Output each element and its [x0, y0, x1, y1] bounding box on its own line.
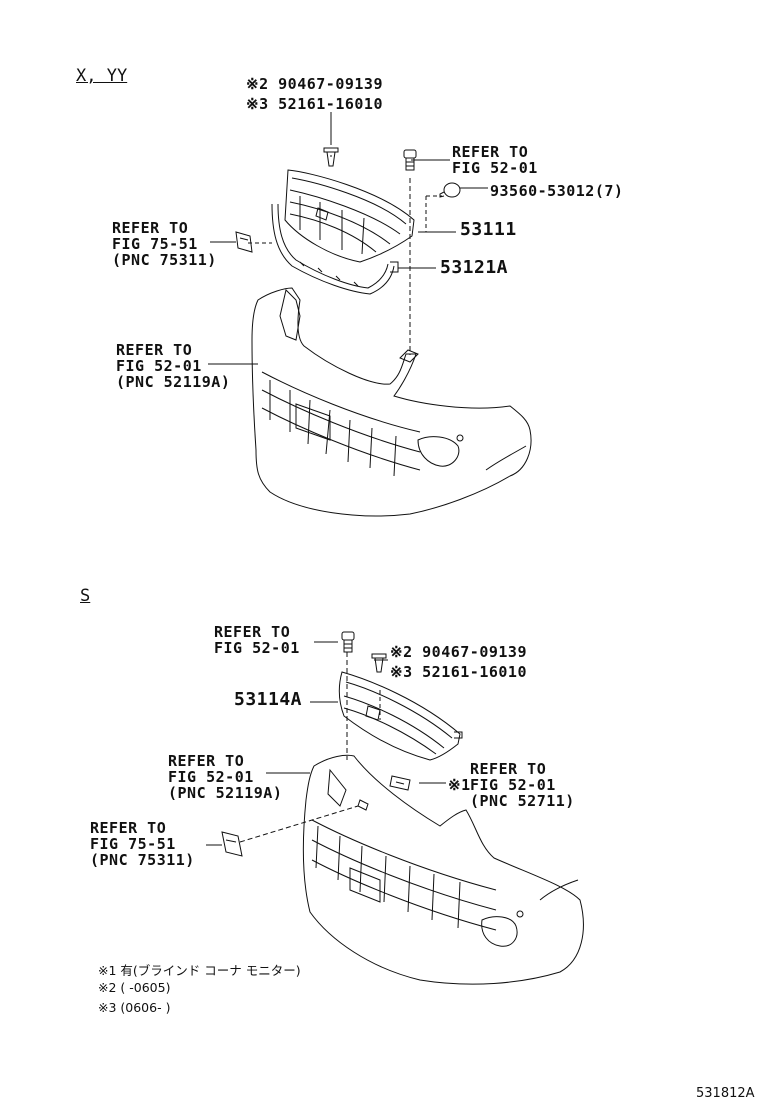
clip-note-2-bottom: ※3 52161-16010	[390, 663, 527, 681]
part-number-53114A: 53114A	[234, 689, 303, 710]
refer-emblem-top-line3: (PNC 75311)	[112, 251, 217, 269]
leader-lines-top	[208, 112, 488, 364]
refer-bumper-top-line3: (PNC 52119A)	[116, 373, 231, 391]
refer-bumper-bottom-line1: REFER TO	[168, 752, 245, 770]
note-2: ※2 ( -0605)	[98, 980, 171, 995]
refer-bolt-bottom-line2: FIG 52-01	[214, 639, 300, 657]
refer-emblem-top-line2: FIG 75-51	[112, 235, 198, 253]
section-title-top: X, YY	[76, 66, 128, 86]
clip-fastener-bottom	[372, 654, 386, 672]
refer-bumper-top-line2: FIG 52-01	[116, 357, 202, 375]
refer-bolt-bottom-line1: REFER TO	[214, 623, 291, 641]
screw-top	[440, 183, 460, 197]
leader-lines-bottom	[206, 642, 446, 845]
refer-bolt-top-line2: FIG 52-01	[452, 159, 538, 177]
note-1: ※1 有(ブラインド コーナ モニター)	[98, 963, 301, 978]
bumper-top	[252, 288, 531, 516]
note-3: ※3 (0606- )	[98, 1000, 171, 1015]
sensor-bracket	[390, 776, 410, 790]
clip-note-1-bottom: ※2 90467-09139	[390, 643, 527, 661]
refer-emblem-bottom-line3: (PNC 75311)	[90, 851, 195, 869]
bolt-top	[404, 150, 416, 170]
molding-53121A	[272, 204, 398, 294]
refer-bolt-top-line1: REFER TO	[452, 143, 529, 161]
clip-note-1-top: ※2 90467-09139	[246, 75, 383, 93]
emblem-bracket-bottom	[222, 832, 242, 856]
refer-bumper-bottom-line2: FIG 52-01	[168, 768, 254, 786]
clip-fastener-top	[324, 148, 338, 166]
refer-bumper-top-line1: REFER TO	[116, 341, 193, 359]
refer-emblem-top-line1: REFER TO	[112, 219, 189, 237]
emblem-bracket-top	[236, 232, 252, 252]
part-number-53111: 53111	[460, 219, 517, 240]
clip-note-2-top: ※3 52161-16010	[246, 95, 383, 113]
refer-sensor-line3: (PNC 52711)	[470, 792, 575, 810]
bumper-bottom	[303, 755, 583, 984]
part-number-53121A: 53121A	[440, 257, 509, 278]
section-title-bottom: S	[80, 586, 91, 606]
bolt-bottom	[342, 632, 354, 652]
refer-sensor-prefix: ※1	[448, 776, 471, 794]
refer-sensor-line2: FIG 52-01	[470, 776, 556, 794]
refer-emblem-bottom-line1: REFER TO	[90, 819, 167, 837]
grille-53111	[285, 170, 414, 262]
diagram-code: 531812A	[696, 1086, 755, 1101]
grille-53114A	[339, 672, 462, 760]
refer-emblem-bottom-line2: FIG 75-51	[90, 835, 176, 853]
screw-label-top: 93560-53012(7)	[490, 182, 624, 200]
refer-bumper-bottom-line3: (PNC 52119A)	[168, 784, 283, 802]
refer-sensor-line1: REFER TO	[470, 760, 547, 778]
